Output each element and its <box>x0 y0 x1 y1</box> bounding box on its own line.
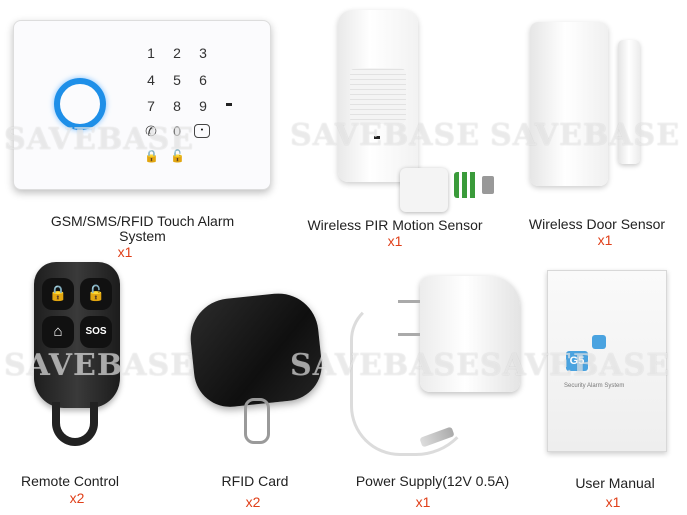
key-9: 9 <box>199 98 207 114</box>
sos-key-icon: • <box>194 124 210 138</box>
rfid-keyring <box>244 398 270 444</box>
key-1: 1 <box>147 45 155 61</box>
key-8: 8 <box>173 98 181 114</box>
caption-door-sensor: Wireless Door Sensor <box>528 216 666 232</box>
key-0: 0 <box>173 123 181 139</box>
caption-pir-sensor: Wireless PIR Motion Sensor <box>307 217 483 233</box>
user-manual-image: G5 Security Alarm System <box>547 270 667 452</box>
pir-sensor-image <box>338 10 418 182</box>
caption-power-supply: Power Supply(12V 0.5A) <box>355 473 510 489</box>
unlock-icon: 🔓 <box>170 149 185 163</box>
door-sensor-image <box>530 22 608 186</box>
key-3: 3 <box>199 45 207 61</box>
caption-user-manual: User Manual <box>575 475 655 491</box>
key-2: 2 <box>173 45 181 61</box>
remote-control-image: 🔒 🔓 ⌂ SOS <box>34 262 120 408</box>
remote-button-home: ⌂ <box>42 316 74 348</box>
pir-led <box>374 136 380 139</box>
status-led <box>226 103 232 106</box>
mounting-bracket-image <box>400 168 448 212</box>
qty-alarm-system: x1 <box>117 244 133 260</box>
power-cable-image <box>350 300 476 456</box>
manual-subtitle: Security Alarm System <box>564 383 625 389</box>
door-magnet-image <box>618 40 640 164</box>
key-7: 7 <box>147 98 155 114</box>
rfid-tag-image <box>186 289 326 411</box>
alarm-panel-image: 1 2 3 4 5 6 7 8 9 ✆ 0 • 🔒 🔓 <box>13 20 271 190</box>
screws-image <box>482 176 494 194</box>
wall-plugs-image <box>454 172 478 198</box>
caption-alarm-system: GSM/SMS/RFID Touch Alarm System <box>50 213 235 244</box>
remote-button-unlock: 🔓 <box>80 278 112 310</box>
caption-remote-control: Remote Control <box>20 473 120 489</box>
qty-remote-control: x2 <box>69 490 85 506</box>
remote-button-sos: SOS <box>80 316 112 348</box>
qty-rfid-card: x2 <box>245 494 261 510</box>
key-5: 5 <box>173 72 181 88</box>
qty-pir-sensor: x1 <box>387 233 403 249</box>
pir-lens <box>350 68 406 124</box>
qty-door-sensor: x1 <box>597 232 613 248</box>
remote-keyring-loop <box>52 402 98 446</box>
lock-icon: 🔒 <box>144 149 159 163</box>
ring-icon <box>54 78 106 130</box>
qty-power-supply: x1 <box>415 494 431 510</box>
remote-button-lock: 🔒 <box>42 278 74 310</box>
phone-icon: ✆ <box>145 123 157 139</box>
key-6: 6 <box>199 72 207 88</box>
qty-user-manual: x1 <box>605 494 621 510</box>
manual-badge-icon <box>592 335 606 349</box>
manual-logo: G5 <box>566 351 588 371</box>
caption-rfid-card: RFID Card <box>221 473 289 489</box>
key-4: 4 <box>147 72 155 88</box>
